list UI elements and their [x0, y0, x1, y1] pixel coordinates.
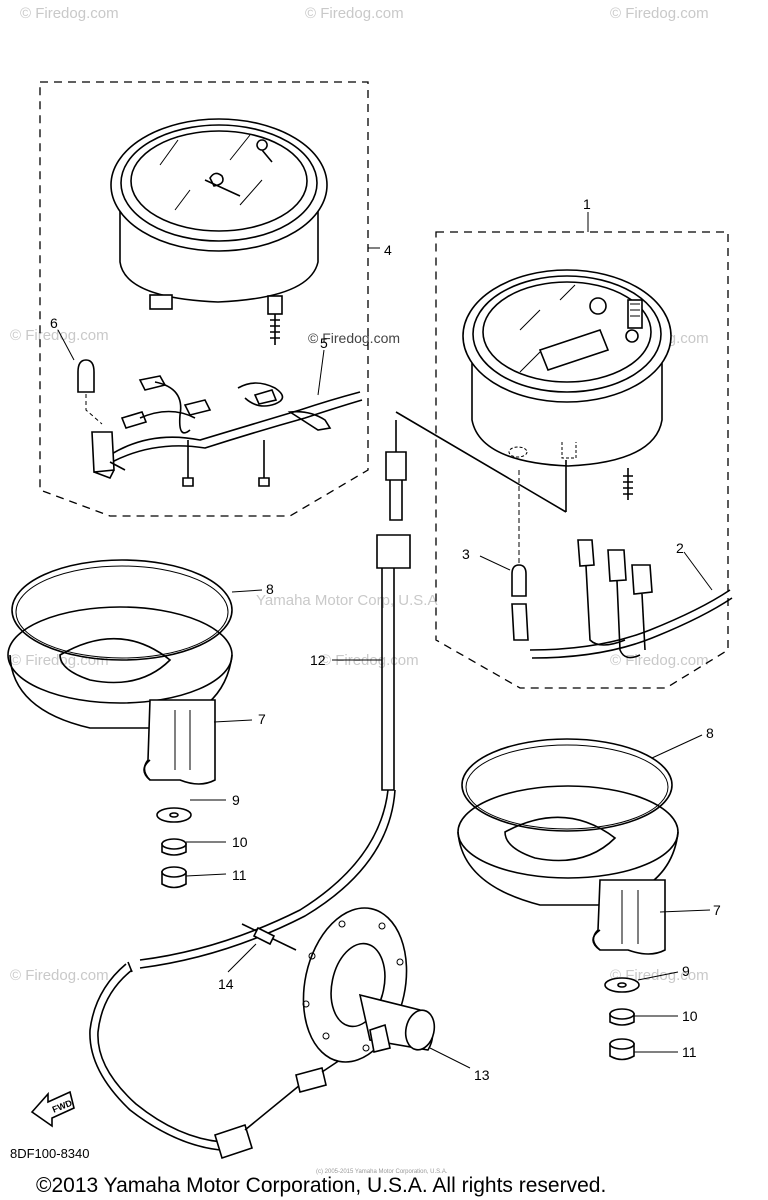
tiny-copyright-notice: (c) 2005-2015 Yamaha Motor Corporation, … — [316, 1169, 448, 1175]
leader-lines — [57, 212, 713, 1069]
part-number-7: 7 — [258, 711, 266, 727]
part-number-1: 1 — [583, 196, 591, 212]
assembly-box-1 — [435, 231, 729, 689]
fwd-arrow-icon: FWD — [30, 1090, 75, 1128]
part-number-4: 4 — [384, 242, 392, 258]
part-number-5: 5 — [320, 335, 328, 351]
part-number-9: 9 — [232, 792, 240, 808]
bulb-3 — [511, 470, 527, 597]
cable-12 — [127, 411, 567, 973]
watermarks: © Firedog.com © Firedog.com © Firedog.co… — [10, 5, 709, 984]
right-meter — [462, 269, 672, 500]
watermark-text: © Firedog.com — [10, 967, 109, 984]
screws-left — [182, 440, 270, 487]
part-number-3: 3 — [462, 546, 470, 562]
part-number-14: 14 — [218, 976, 234, 992]
part-number-8: 8 — [266, 581, 274, 597]
watermark-text: © Firedog.com — [610, 652, 709, 669]
left-housing-7 — [7, 606, 233, 785]
fasteners-left — [156, 807, 192, 889]
left-wire-harness — [91, 375, 363, 480]
left-ring-8 — [11, 559, 233, 661]
lower-cable — [89, 963, 371, 1160]
part-number-11: 11 — [232, 867, 247, 883]
part-number-8: 8 — [706, 725, 714, 741]
fasteners-right — [604, 977, 640, 1061]
drive-unit-13 — [302, 907, 436, 1063]
part-number-6: 6 — [50, 315, 58, 331]
part-number-13: 13 — [474, 1067, 490, 1083]
watermark-text: © Firedog.com — [305, 5, 404, 22]
part-number-labels: 1 2 3 4 5 6 7 7 8 8 9 9 10 10 11 11 12 1… — [50, 196, 721, 1083]
diagram-code: 8DF100-8340 — [10, 1146, 90, 1161]
bulb-6 — [77, 359, 103, 425]
watermark-text: Yamaha Motor Corp, U.S.A — [256, 592, 437, 609]
part-number-10: 10 — [682, 1008, 698, 1024]
part-number-11: 11 — [682, 1044, 697, 1060]
watermark-text: © Firedog.com — [610, 5, 709, 22]
copyright-text: ©2013 Yamaha Motor Corporation, U.S.A. A… — [36, 1174, 606, 1197]
right-wire-harness — [511, 539, 733, 659]
right-housing-7 — [457, 785, 679, 955]
watermark-text: © Firedog.com — [10, 652, 109, 669]
part-number-12: 12 — [310, 652, 326, 668]
part-number-7: 7 — [713, 902, 721, 918]
part-number-10: 10 — [232, 834, 248, 850]
right-ring-8 — [461, 738, 673, 832]
watermark-text: © Firedog.com — [10, 327, 109, 344]
watermark-text: © Firedog.com — [308, 330, 400, 346]
watermark-text: © Firedog.com — [20, 5, 119, 22]
part-number-9: 9 — [682, 963, 690, 979]
clip-14 — [241, 923, 297, 951]
part-number-2: 2 — [676, 540, 684, 556]
left-meter — [110, 118, 328, 345]
assembly-box-4 — [39, 81, 369, 517]
